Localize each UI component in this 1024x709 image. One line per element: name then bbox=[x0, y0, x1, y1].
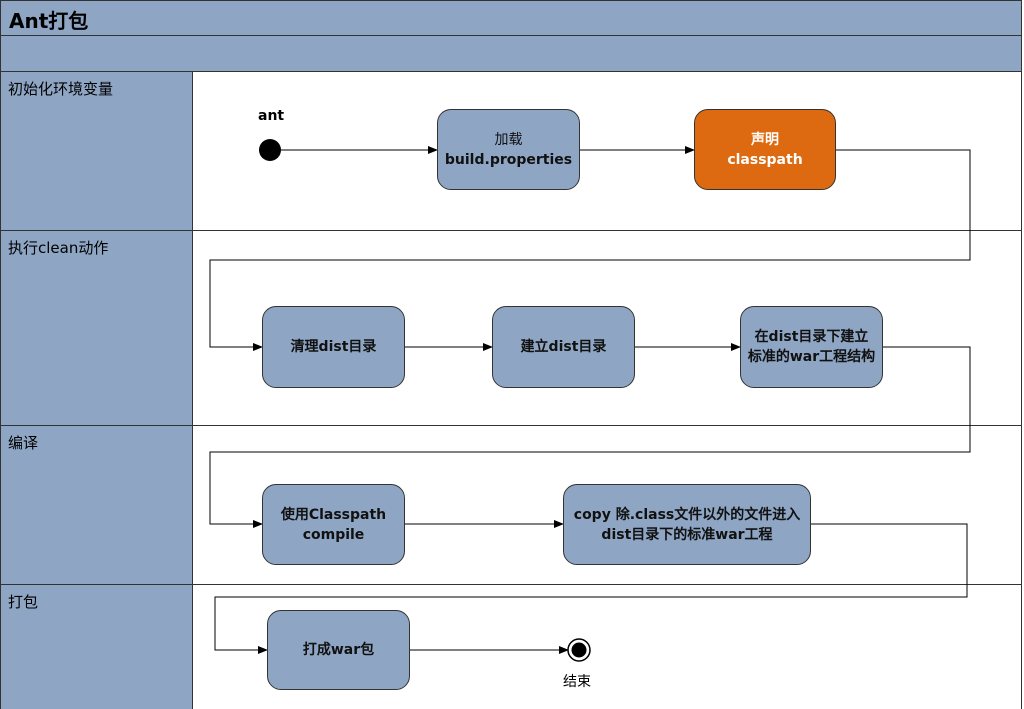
lane-package-text: 打包 bbox=[8, 593, 39, 611]
lane-compile-text: 编译 bbox=[8, 434, 39, 452]
node-copy-files[interactable]: copy 除.class文件以外的文件进入 dist目录下的标准war工程 bbox=[563, 484, 811, 565]
node-load-properties-line1: 加载 bbox=[494, 131, 523, 148]
start-node bbox=[259, 139, 281, 161]
node-package-war-line1: 打成war包 bbox=[302, 642, 375, 658]
lane-init-area bbox=[193, 72, 1022, 231]
node-declare-classpath-line1: 声明 bbox=[751, 131, 779, 148]
lane-package-label: 打包 bbox=[0, 585, 193, 709]
node-create-dist[interactable]: 建立dist目录 bbox=[492, 306, 635, 388]
node-war-structure-line1: 在dist目录下建立 bbox=[754, 329, 869, 345]
node-compile-line1: 使用Classpath bbox=[280, 506, 387, 523]
start-label: ant bbox=[258, 108, 285, 124]
arrow-copy-to-package bbox=[214, 523, 968, 654]
node-package-war[interactable]: 打成war包 bbox=[267, 610, 410, 690]
end-label: 结束 bbox=[563, 674, 591, 690]
node-copy-files-line2: dist目录下的标准war工程 bbox=[601, 526, 773, 543]
lane-clean-label: 执行clean动作 bbox=[0, 231, 193, 426]
lane-compile-label: 编译 bbox=[0, 426, 193, 585]
node-declare-classpath[interactable]: 声明 classpath bbox=[694, 109, 836, 190]
node-create-dist-line1: 建立dist目录 bbox=[520, 339, 607, 355]
title-bar: Ant打包 bbox=[0, 0, 1022, 36]
lane-clean-text: 执行clean动作 bbox=[8, 239, 109, 257]
end-node-dot bbox=[571, 642, 587, 658]
node-compile-line2: compile bbox=[302, 526, 365, 543]
node-load-properties-line2: build.properties bbox=[444, 151, 573, 168]
node-compile[interactable]: 使用Classpath compile bbox=[262, 484, 405, 565]
node-clean-dist-line1: 清理dist目录 bbox=[290, 339, 377, 355]
node-war-structure-line2: 标准的war工程结构 bbox=[747, 349, 876, 365]
node-war-structure[interactable]: 在dist目录下建立 标准的war工程结构 bbox=[740, 306, 883, 388]
arrow-declare-to-clean bbox=[209, 149, 971, 351]
node-clean-dist[interactable]: 清理dist目录 bbox=[262, 306, 405, 388]
header-subbar bbox=[0, 36, 1022, 72]
arrow-structure-to-compile bbox=[209, 346, 971, 528]
node-copy-files-line1: copy 除.class文件以外的文件进入 bbox=[573, 506, 801, 523]
lane-init-text: 初始化环境变量 bbox=[8, 80, 114, 98]
diagram-title: Ant打包 bbox=[9, 9, 89, 33]
node-declare-classpath-line2: classpath bbox=[727, 151, 803, 168]
lane-init-label: 初始化环境变量 bbox=[0, 72, 193, 231]
node-load-properties[interactable]: 加载 build.properties bbox=[437, 109, 580, 190]
